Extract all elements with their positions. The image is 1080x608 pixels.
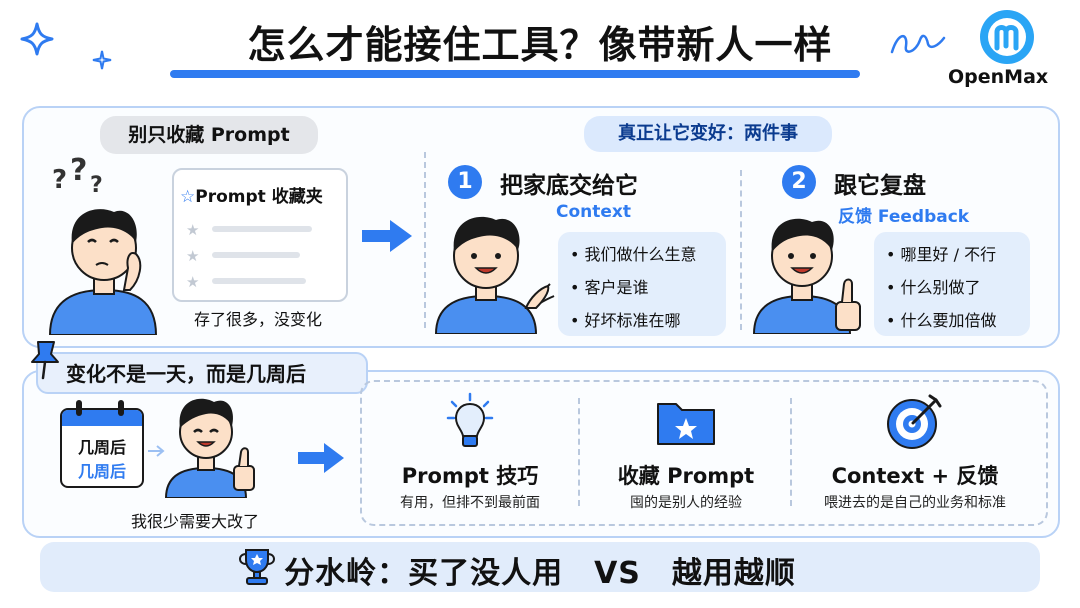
step1-title: 把家底交给它 xyxy=(500,173,638,199)
footer-bar: 分水岭：买了没人用 VS 越用越顺 xyxy=(40,542,1040,592)
star-icon: ★ xyxy=(186,273,200,291)
star-icon: ★ xyxy=(186,247,200,265)
lower-caption: 我很少需要大改了 xyxy=(130,512,259,531)
calendar-line-1: 几周后 xyxy=(77,438,126,457)
openmax-logo-icon xyxy=(980,10,1034,64)
thumbs-up-person-illustration xyxy=(752,218,861,334)
thinking-person-illustration: ? ? ? xyxy=(48,153,158,335)
trophy-icon xyxy=(239,549,275,585)
card-list-item: ★ xyxy=(186,272,336,291)
logo-text: OpenMax xyxy=(948,66,1049,88)
tip-sub: 有用，但排不到最前面 xyxy=(400,495,540,511)
tip-title: Prompt 技巧 xyxy=(401,464,539,488)
divider xyxy=(790,398,792,506)
left-pill: 别只收藏 Prompt xyxy=(100,116,318,154)
bullet-item: • 什么别做了 xyxy=(886,278,981,297)
small-arrow-icon xyxy=(148,445,165,457)
arrow-right-icon xyxy=(298,443,344,473)
right-pill: 真正让它变好：两件事 xyxy=(584,116,832,152)
bullet-item: • 我们做什么生意 xyxy=(570,245,697,264)
tip-title: 收藏 Prompt xyxy=(617,464,755,488)
svg-text:?: ? xyxy=(70,153,87,188)
svg-text:?: ? xyxy=(90,173,103,198)
lower-label xyxy=(36,352,368,394)
target-icon xyxy=(887,394,942,449)
footer-text: 分水岭：买了没人用 VS 越用越顺 xyxy=(284,556,796,591)
bullet-item: • 什么要加倍做 xyxy=(886,311,997,330)
tips-container xyxy=(360,380,1048,526)
smiling-person-illustration xyxy=(434,216,555,334)
card-list-item: ★ xyxy=(186,220,336,239)
step-number-2: 2 xyxy=(782,165,816,199)
lower-label-text: 变化不是一天，而是几周后 xyxy=(66,362,306,386)
star-outline-icon: ☆ xyxy=(180,187,196,207)
tip-title: Context + 反馈 xyxy=(831,464,999,488)
divider xyxy=(578,398,580,506)
step2-title: 跟它复盘 xyxy=(834,173,926,199)
divider xyxy=(740,170,742,330)
step-number-1: 1 xyxy=(448,165,482,199)
page-title: 怎么才能接住工具？像带新人一样 xyxy=(247,23,833,67)
sparkle-small-icon xyxy=(92,50,112,70)
left-caption: 存了很多，没变化 xyxy=(193,310,322,329)
tip-sub: 喂进去的是自己的业务和标准 xyxy=(824,495,1006,511)
star-icon: ★ xyxy=(186,221,200,239)
divider xyxy=(424,152,426,328)
bullet-item: • 哪里好 / 不行 xyxy=(886,245,997,264)
lightbulb-icon xyxy=(446,392,494,447)
tip-sub: 囤的是别人的经验 xyxy=(630,495,742,511)
step2-sub: 反馈 Feedback xyxy=(838,207,970,227)
calendar-ring xyxy=(118,400,124,416)
step2-bullet-box: • 哪里好 / 不行 • 什么别做了 • 什么要加倍做 xyxy=(874,232,1030,336)
title-underline xyxy=(170,70,860,78)
folder-star-icon xyxy=(657,403,715,445)
step1-bullet-box: • 我们做什么生意 • 客户是谁 • 好坏标准在哪 xyxy=(558,232,726,336)
bullet-item: • 好坏标准在哪 xyxy=(570,311,681,330)
card-header: ☆Prompt 收藏夹 xyxy=(180,182,340,207)
squiggle-icon xyxy=(890,34,946,54)
card-title: Prompt 收藏夹 xyxy=(195,187,323,207)
happy-person-illustration xyxy=(164,398,255,498)
svg-text:?: ? xyxy=(52,165,67,195)
step1-sub: Context xyxy=(556,202,632,222)
calendar-ring xyxy=(76,400,82,416)
prompt-collection-card: ☆Prompt 收藏夹 ★ ★ ★ xyxy=(172,168,348,302)
calendar-line-2: 几周后 xyxy=(77,462,126,481)
arrow-right-icon xyxy=(362,220,412,252)
bullet-item: • 客户是谁 xyxy=(570,278,649,297)
card-list-item: ★ xyxy=(186,246,336,265)
pushpin-icon xyxy=(31,341,59,380)
calendar-icon: 几周后 几周后 xyxy=(60,408,144,488)
sparkle-icon xyxy=(20,22,54,56)
